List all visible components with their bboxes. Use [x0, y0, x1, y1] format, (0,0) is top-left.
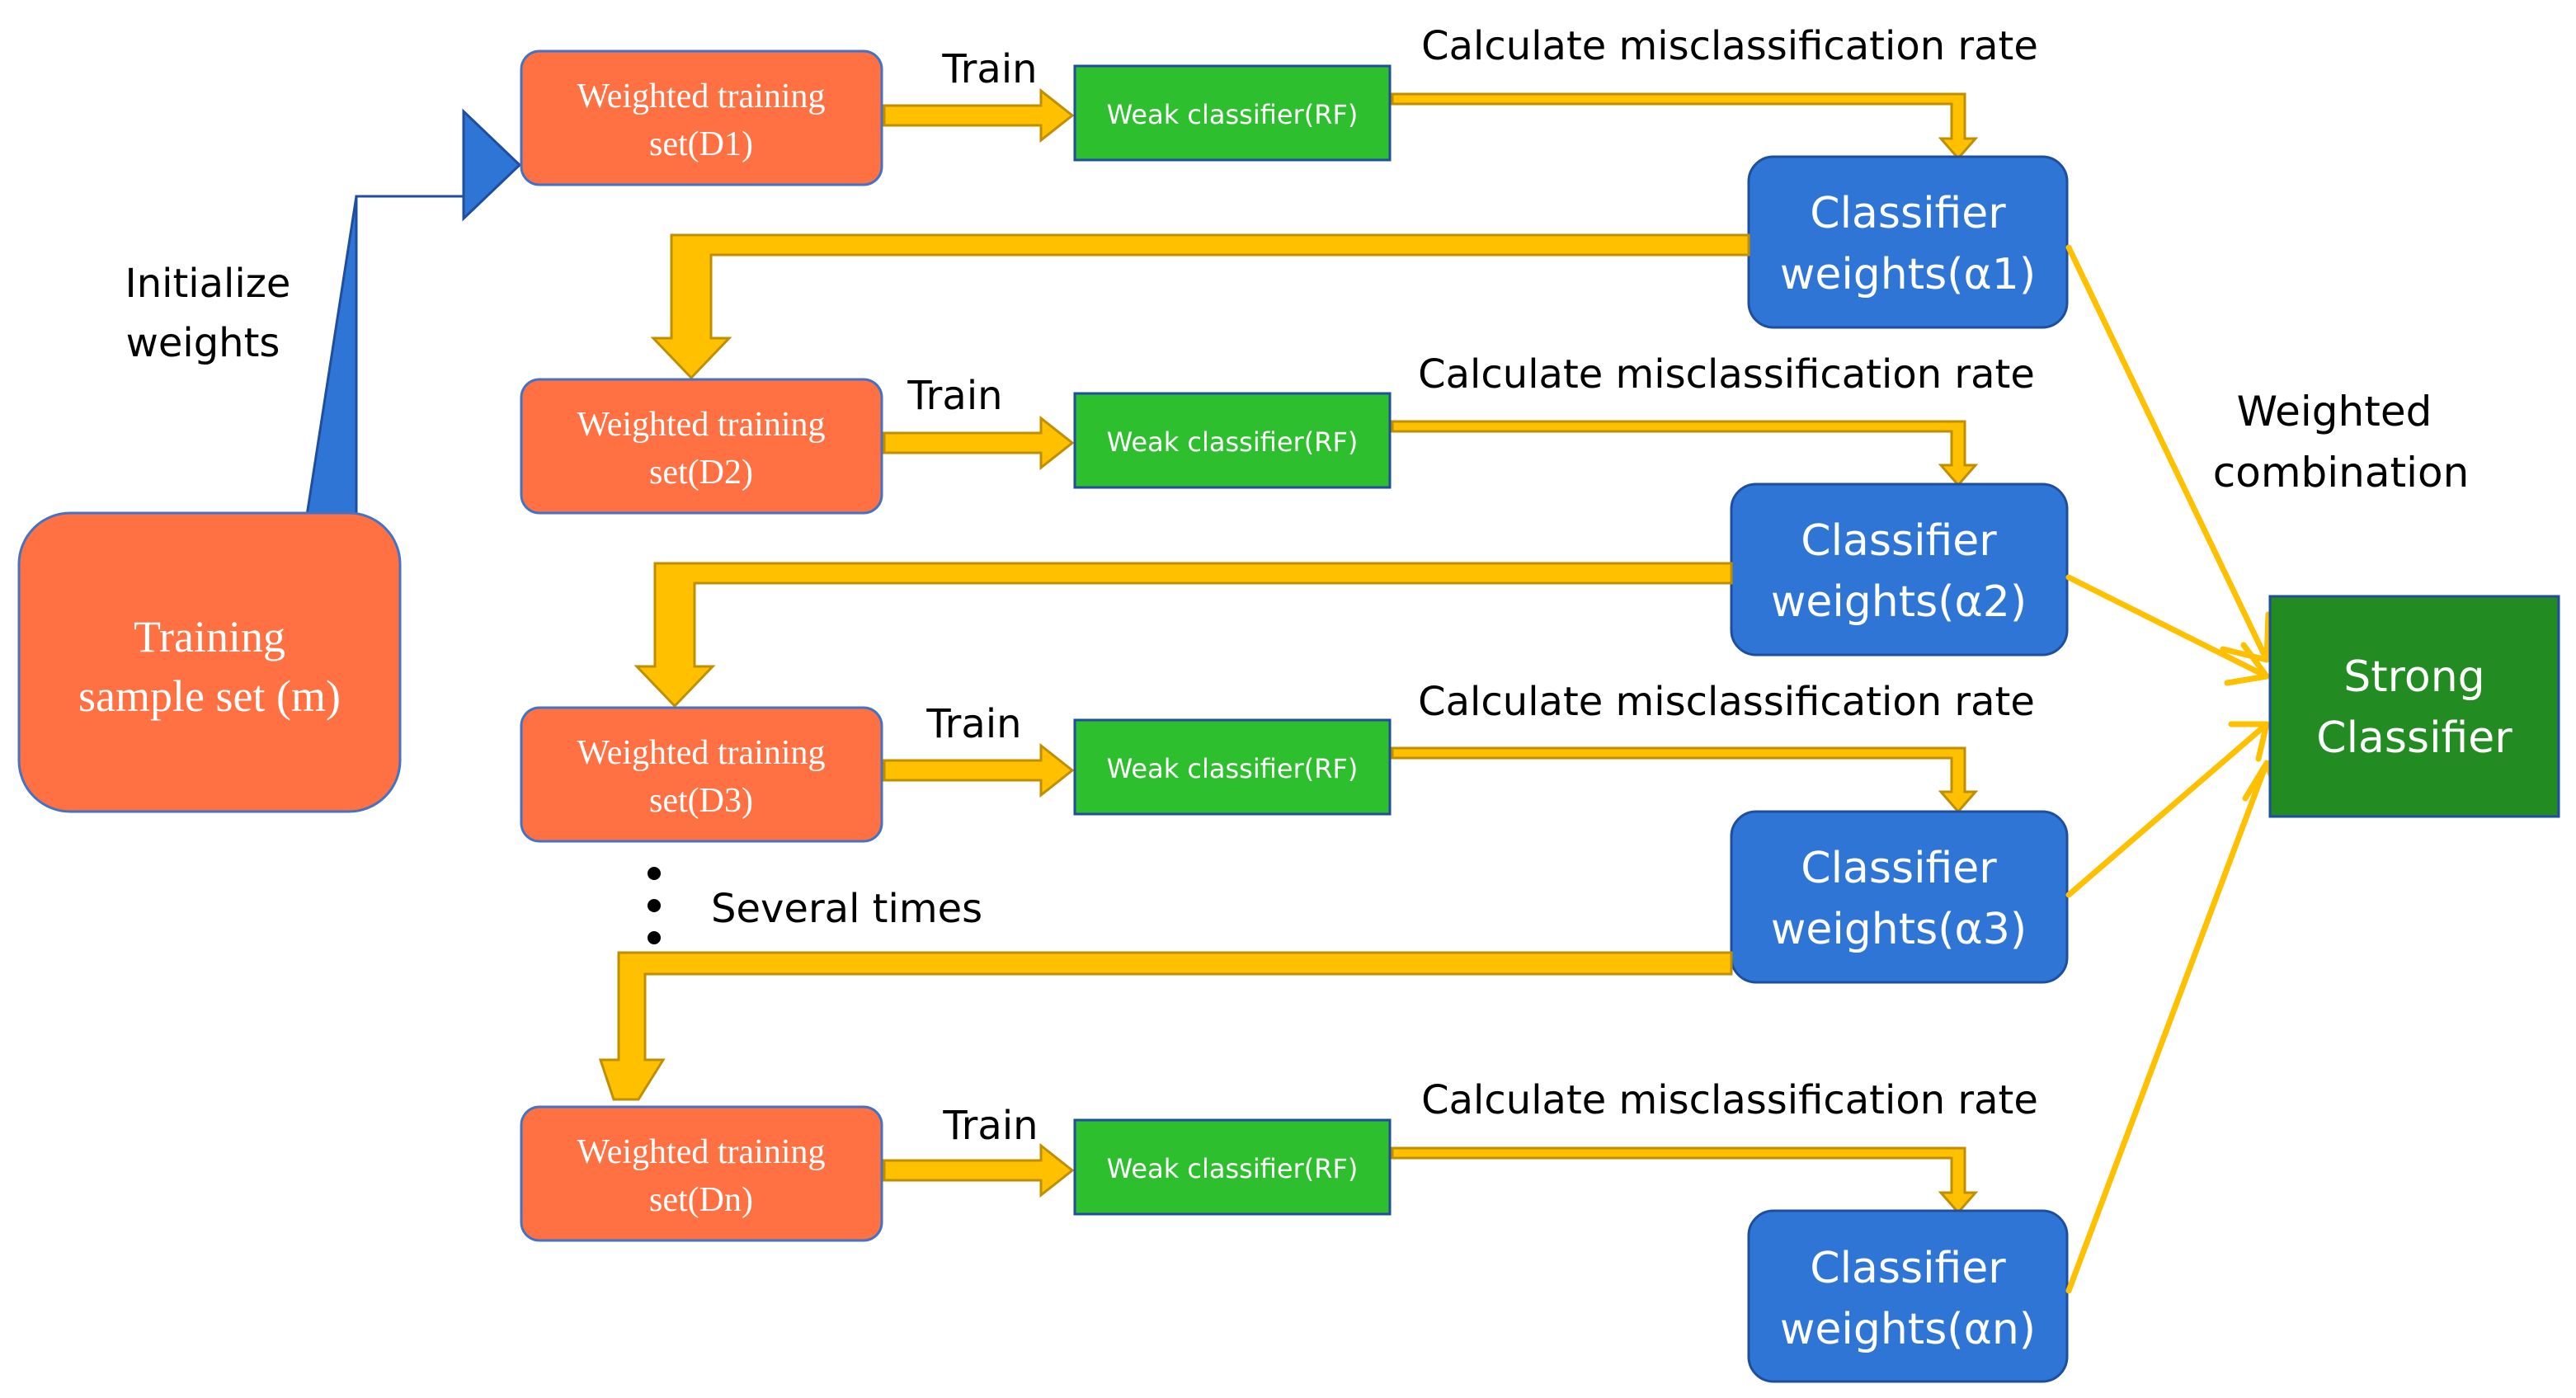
train-label: Train	[941, 46, 1037, 92]
weighted-training-set-box	[520, 706, 883, 843]
classifier-weights-line1: Classifier	[1810, 1244, 2006, 1293]
row-1: Weighted training set(D1) Train Weak cla…	[520, 23, 2069, 329]
training-sample-line2: sample set (m)	[78, 671, 341, 721]
ellipsis-dot	[648, 899, 661, 912]
ellipsis-dot	[648, 867, 661, 880]
weighted-combination-line2: combination	[2213, 449, 2470, 497]
classifier-weights-line2: weights(α3)	[1771, 905, 2027, 954]
train-label: Train	[907, 373, 1002, 419]
weak-classifier-box	[1073, 64, 1392, 162]
classifier-weights-box	[1730, 482, 2069, 657]
training-sample-line1: Training	[134, 612, 285, 661]
weighted-training-set-box	[520, 378, 883, 515]
misclassification-arrow	[1391, 746, 1979, 814]
weighted-training-line2: set(D3)	[649, 782, 753, 820]
several-times-label: Several times	[711, 886, 982, 932]
calc-misclassification-label: Calculate misclassification rate	[1421, 1077, 2038, 1123]
weighted-training-line2: set(D2)	[649, 454, 753, 492]
weak-classifier-box	[1073, 392, 1392, 489]
weighted-combination-line1: Weighted	[2237, 388, 2432, 435]
weak-classifier-label: Weak classifier(RF)	[1107, 1153, 1359, 1184]
misclassification-arrow	[1391, 1146, 1979, 1215]
initialize-weights-arrow	[305, 108, 522, 517]
initialize-label-line2: weights	[126, 320, 280, 366]
row-3: Weighted training set(D3) Train Weak cla…	[520, 679, 2069, 984]
misclassification-arrow	[1391, 420, 1979, 487]
classifier-weights-line2: weights(α1)	[1780, 250, 2036, 299]
calc-misclassification-label: Calculate misclassification rate	[1418, 351, 2035, 398]
classifier-weights-line1: Classifier	[1801, 844, 1997, 893]
train-arrow	[883, 1142, 1075, 1198]
strong-classifier-box: Strong Classifier	[2268, 595, 2560, 818]
feedback-arrow-1	[650, 233, 1750, 380]
weighted-training-line1: Weighted training	[577, 78, 825, 115]
classifier-weights-line2: weights(α2)	[1771, 577, 2027, 627]
weighted-training-line1: Weighted training	[577, 406, 825, 444]
ellipsis-dot	[648, 931, 661, 944]
classifier-weights-box	[1730, 810, 2069, 984]
feedback-arrow-2	[633, 562, 1733, 708]
row-2: Weighted training set(D2) Train Weak cla…	[520, 351, 2069, 657]
row-n: Weighted training set(Dn) Train Weak cla…	[520, 1077, 2069, 1383]
strong-classifier-line2: Classifier	[2316, 713, 2512, 763]
calc-misclassification-label: Calculate misclassification rate	[1421, 23, 2038, 69]
train-label: Train	[942, 1103, 1038, 1149]
classifier-weights-line1: Classifier	[1810, 189, 2006, 238]
weak-classifier-box	[1073, 718, 1392, 816]
weak-classifier-label: Weak classifier(RF)	[1107, 99, 1359, 130]
train-label: Train	[925, 701, 1021, 747]
misclassification-arrow	[1391, 92, 1979, 161]
weak-classifier-box	[1073, 1118, 1392, 1216]
strong-classifier-line1: Strong	[2343, 652, 2484, 702]
train-arrow	[883, 87, 1075, 144]
classifier-weights-box	[1747, 155, 2069, 329]
classifier-weights-line1: Classifier	[1801, 516, 1997, 566]
weighted-training-line2: set(D1)	[649, 125, 753, 163]
weighted-training-line2: set(Dn)	[649, 1181, 753, 1219]
weak-classifier-label: Weak classifier(RF)	[1107, 426, 1359, 458]
weighted-training-set-box	[520, 1105, 883, 1242]
weak-classifier-label: Weak classifier(RF)	[1107, 753, 1359, 784]
train-arrow	[883, 415, 1075, 471]
feedback-arrow-3	[598, 951, 1733, 1101]
train-arrow	[883, 742, 1075, 798]
calc-misclassification-label: Calculate misclassification rate	[1418, 679, 2035, 725]
classifier-weights-box	[1747, 1209, 2069, 1383]
initialize-label-line1: Initialize	[125, 261, 291, 307]
training-sample-box: Training sample set (m)	[17, 511, 402, 813]
weighted-training-line1: Weighted training	[577, 734, 825, 772]
weighted-training-line1: Weighted training	[577, 1133, 825, 1171]
weighted-training-set-box	[520, 49, 883, 186]
classifier-weights-line2: weights(αn)	[1780, 1305, 2036, 1354]
